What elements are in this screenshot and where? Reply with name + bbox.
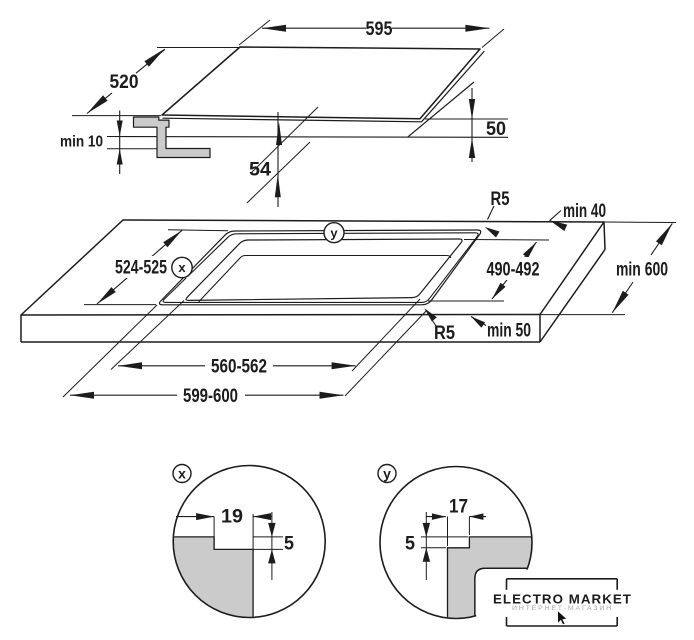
svg-text:min 600: min 600 (616, 260, 668, 281)
svg-text:560-562: 560-562 (211, 357, 267, 378)
svg-text:520: 520 (110, 72, 139, 93)
svg-text:ИНТЕРНЕТ-МАГАЗИН: ИНТЕРНЕТ-МАГАЗИН (512, 606, 613, 612)
svg-text:595: 595 (366, 19, 393, 40)
svg-text:5: 5 (284, 534, 294, 555)
svg-text:599-600: 599-600 (183, 386, 238, 407)
svg-text:x: x (178, 260, 186, 275)
svg-text:y: y (383, 465, 391, 481)
svg-text:19: 19 (221, 507, 243, 528)
svg-text:min 10: min 10 (60, 134, 103, 151)
svg-text:R5: R5 (434, 323, 455, 344)
svg-text:490-492: 490-492 (487, 260, 540, 281)
svg-text:50: 50 (486, 119, 506, 140)
svg-text:min 50: min 50 (487, 321, 531, 342)
svg-text:min 40: min 40 (563, 201, 606, 222)
svg-text:ELECTRO MARKET: ELECTRO MARKET (493, 592, 632, 606)
svg-text:17: 17 (449, 497, 468, 518)
svg-text:5: 5 (405, 534, 415, 555)
svg-text:x: x (178, 465, 186, 481)
svg-text:R5: R5 (491, 189, 510, 210)
svg-text:524-525: 524-525 (115, 258, 167, 279)
svg-text:y: y (330, 225, 338, 240)
svg-text:54: 54 (249, 160, 271, 181)
